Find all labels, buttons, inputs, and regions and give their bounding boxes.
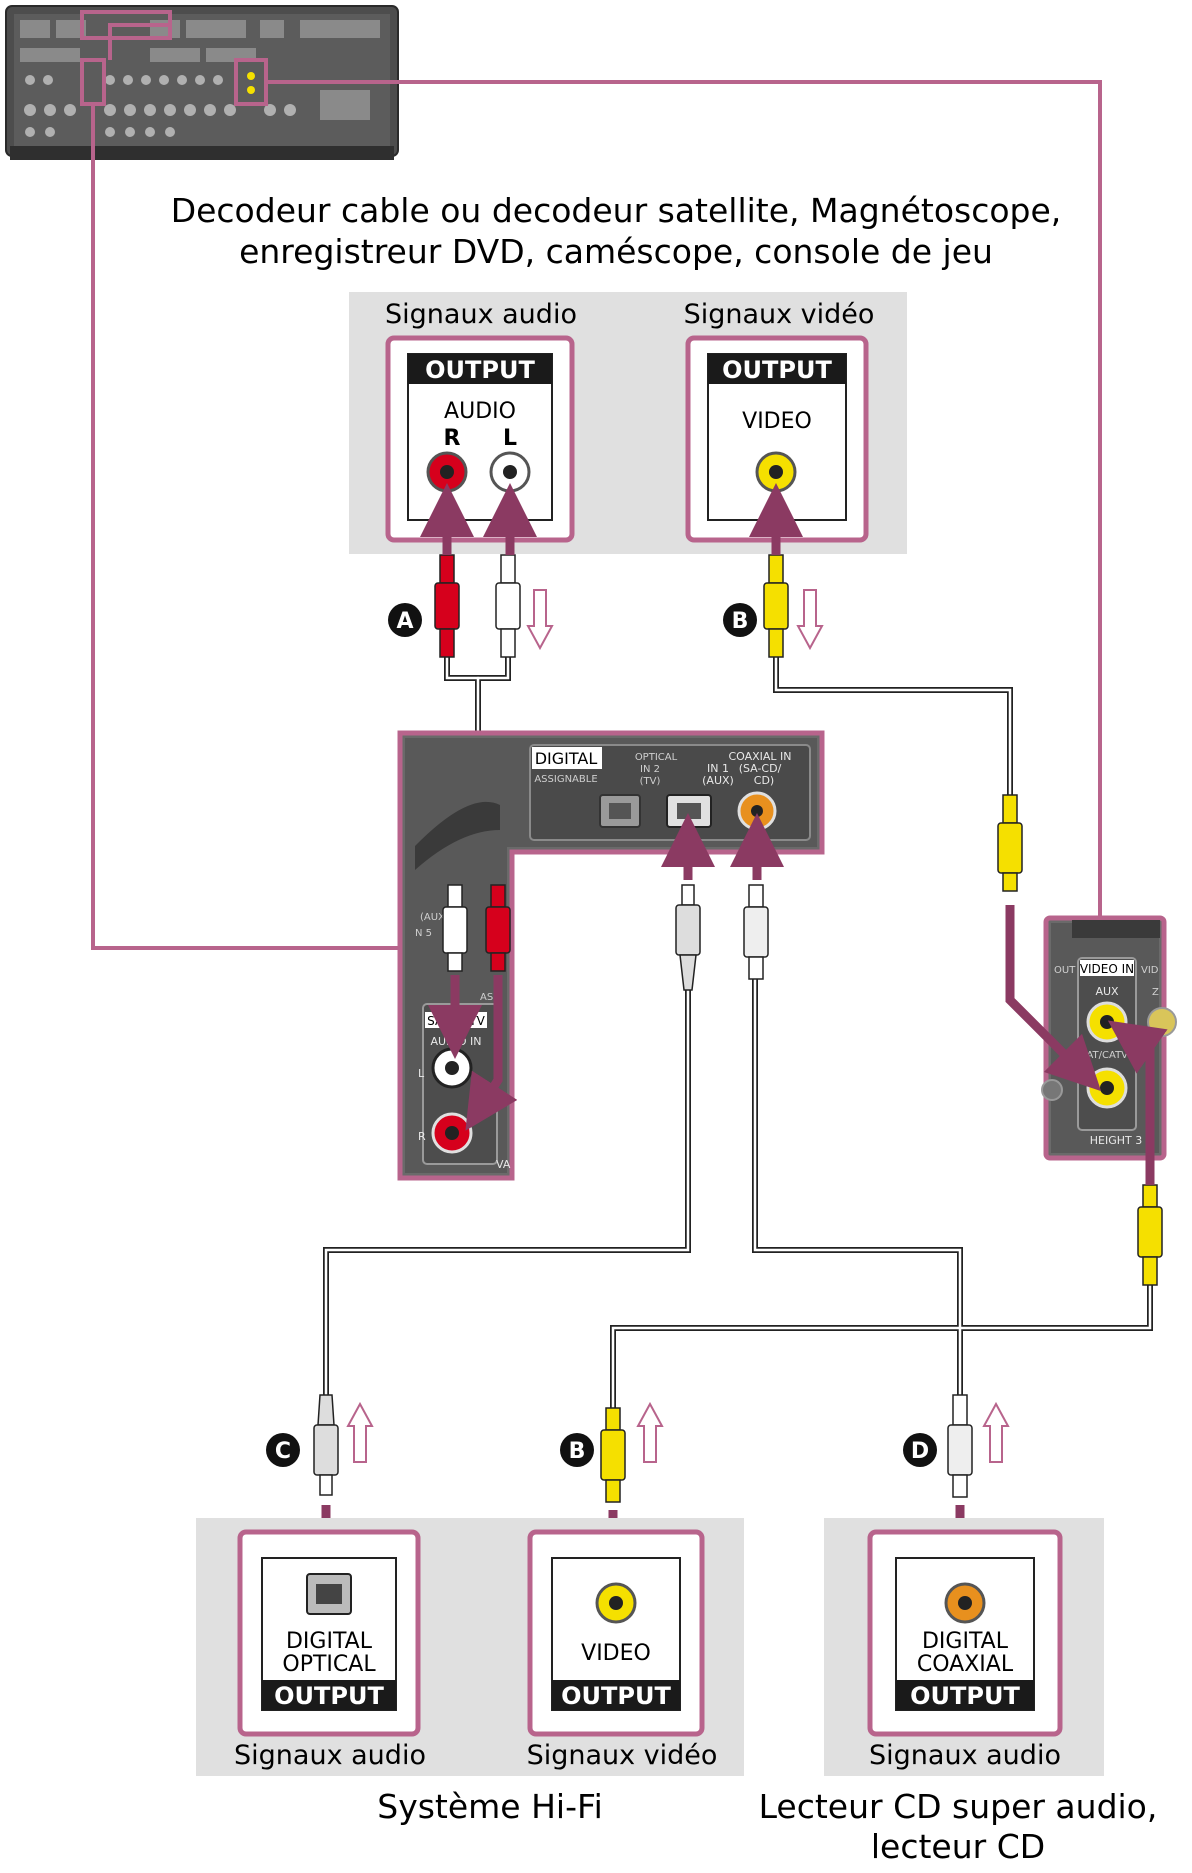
svg-text:D: D xyxy=(911,1439,929,1464)
plug-receiver-red xyxy=(485,884,511,972)
hifi-audio-caption: Signaux audio xyxy=(234,1740,426,1771)
hifi-video-output: VIDEO OUTPUT xyxy=(527,1529,705,1737)
svg-text:HEIGHT 3: HEIGHT 3 xyxy=(1090,1134,1142,1147)
plug-a-white xyxy=(495,554,521,658)
bottom-video-output-header: OUTPUT xyxy=(561,1682,671,1710)
source-title-line1: Decodeur cable ou decodeur satellite, Ma… xyxy=(171,191,1062,230)
source-video-output: OUTPUT VIDEO xyxy=(685,335,869,543)
source-audio-output: OUTPUT AUDIO R L xyxy=(385,335,575,543)
audio-output-header: OUTPUT xyxy=(425,356,535,384)
plug-optical-bottom xyxy=(313,1394,339,1496)
svg-text:(TV): (TV) xyxy=(640,776,661,787)
svg-text:A: A xyxy=(396,609,413,634)
cd-coaxial-output: DIGITAL COAXIAL OUTPUT xyxy=(867,1529,1063,1737)
svg-text:L: L xyxy=(418,1067,425,1080)
right-label: R xyxy=(444,426,461,451)
video-label: VIDEO xyxy=(742,409,812,434)
plug-receiver-white xyxy=(442,884,468,972)
svg-text:(AUX): (AUX) xyxy=(702,774,734,787)
svg-text:C: C xyxy=(275,1439,291,1464)
plug-a-red xyxy=(434,554,460,658)
svg-text:VA: VA xyxy=(496,1158,511,1171)
coaxial-label2: COAXIAL xyxy=(917,1652,1014,1677)
svg-text:AUDIO IN: AUDIO IN xyxy=(431,1035,482,1048)
digital-header: DIGITAL xyxy=(535,749,598,768)
source-audio-caption: Signaux audio xyxy=(385,299,577,330)
plug-optical-mid xyxy=(675,884,701,991)
svg-text:(AUX): (AUX) xyxy=(420,912,449,923)
signal-direction-arrows xyxy=(346,589,1010,1463)
plug-b-top-yellow xyxy=(763,554,789,658)
optical-label2: OPTICAL xyxy=(282,1652,376,1677)
svg-text:AUX: AUX xyxy=(1095,985,1119,998)
assignable-label: ASSIGNABLE xyxy=(534,774,597,785)
hifi-title: Système Hi-Fi xyxy=(377,1787,603,1826)
plug-b-right-yellow xyxy=(1137,1184,1163,1286)
plug-b-bottom-yellow xyxy=(600,1407,626,1503)
badge-a: A xyxy=(388,603,422,637)
plug-coaxial-mid xyxy=(743,884,769,980)
svg-text:OUT: OUT xyxy=(1054,965,1076,976)
svg-text:SAT/CATV: SAT/CATV xyxy=(1080,1050,1128,1061)
source-title-line2: enregistreur DVD, caméscope, console de … xyxy=(239,232,993,271)
optical-output-header: OUTPUT xyxy=(274,1682,384,1710)
svg-text:B: B xyxy=(569,1439,586,1464)
source-video-caption: Signaux vidéo xyxy=(684,299,875,330)
cd-audio-caption: Signaux audio xyxy=(869,1740,1061,1771)
svg-text:IN 2: IN 2 xyxy=(640,764,660,775)
svg-text:IN 1: IN 1 xyxy=(707,762,729,775)
left-label: L xyxy=(503,426,517,451)
svg-text:R: R xyxy=(418,1130,426,1143)
svg-text:VID: VID xyxy=(1141,965,1159,976)
bottom-video-label: VIDEO xyxy=(581,1641,651,1666)
optical-label1: DIGITAL xyxy=(286,1629,373,1654)
svg-text:OPTICAL: OPTICAL xyxy=(635,752,678,763)
arrows-into-source xyxy=(420,483,803,555)
video-in-label: VIDEO IN xyxy=(1080,962,1134,976)
badge-b-bottom: B xyxy=(560,1433,594,1467)
hifi-video-caption: Signaux vidéo xyxy=(527,1740,718,1771)
plug-b-mid-yellow xyxy=(997,794,1023,892)
svg-text:CD): CD) xyxy=(754,774,774,787)
hifi-optical-output: DIGITAL OPTICAL OUTPUT xyxy=(237,1529,421,1737)
coaxial-output-header: OUTPUT xyxy=(910,1682,1020,1710)
arrows-into-receiver xyxy=(428,813,784,1131)
svg-text:N 5: N 5 xyxy=(415,928,432,939)
cd-title-line2: lecteur CD xyxy=(871,1827,1045,1866)
badge-d: D xyxy=(903,1433,937,1467)
plug-coaxial-bottom xyxy=(947,1394,973,1498)
arrows-into-video-in xyxy=(1005,905,1168,1185)
receiver-video-in-panel: VIDEO IN OUT VID AUX Z SAT/CATV HEIGHT 3 xyxy=(1041,915,1177,1161)
svg-text:Z: Z xyxy=(1152,987,1159,998)
svg-text:COAXIAL IN: COAXIAL IN xyxy=(728,750,791,763)
cd-title-line1: Lecteur CD super audio, xyxy=(759,1787,1158,1826)
badge-c: C xyxy=(266,1433,300,1467)
svg-text:(SA-CD/: (SA-CD/ xyxy=(739,762,782,775)
badge-b-top: B xyxy=(723,603,757,637)
svg-text:B: B xyxy=(732,609,749,634)
svg-text:ASSI: ASSI xyxy=(480,992,503,1003)
coaxial-label1: DIGITAL xyxy=(922,1629,1009,1654)
highlight-connector-lines xyxy=(91,23,1102,950)
audio-label: AUDIO xyxy=(444,399,516,424)
video-output-header: OUTPUT xyxy=(722,356,832,384)
